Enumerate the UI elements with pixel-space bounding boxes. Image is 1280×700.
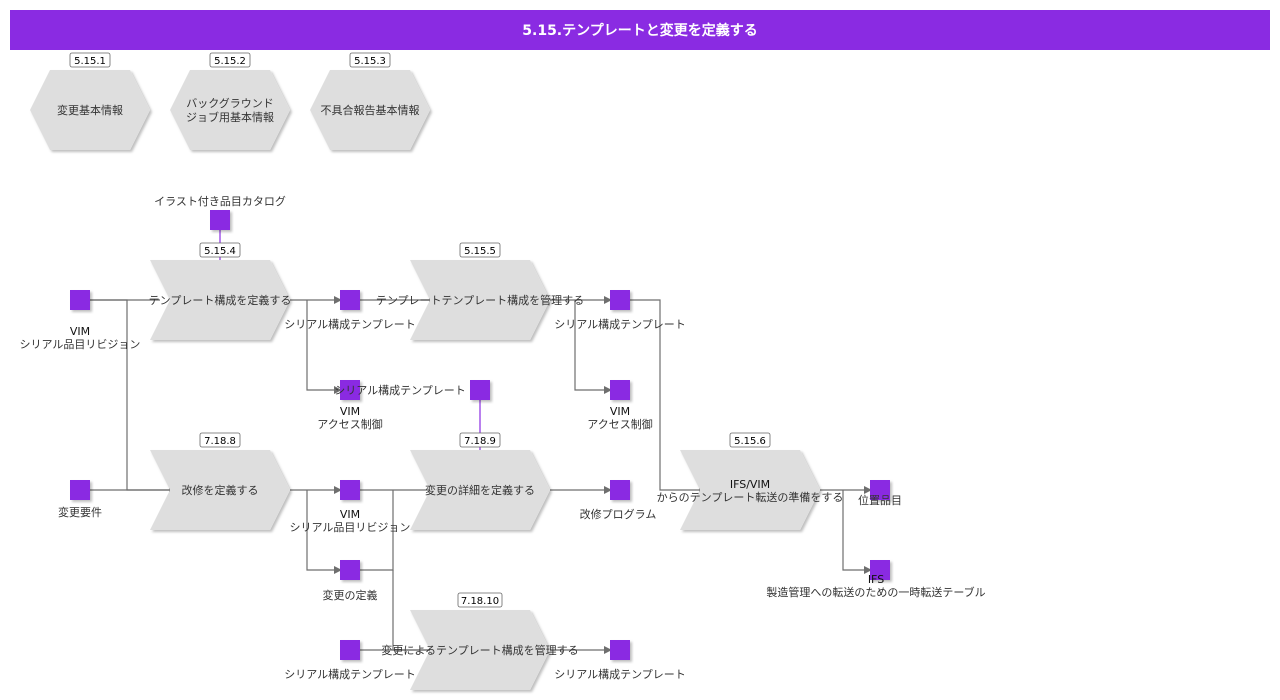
- hexagon-label: 変更基本情報: [57, 103, 123, 117]
- process-id: 7.18.9: [464, 436, 496, 447]
- process-id: 5.15.6: [734, 436, 766, 447]
- object-label: シリアル構成テンプレート: [554, 668, 686, 681]
- connector: [842, 490, 872, 574]
- object-serial-config-template-3[interactable]: シリアル構成テンプレート: [554, 290, 686, 331]
- process-label: テンプレートテンプレート構成を管理する: [376, 293, 584, 307]
- object-label: VIM: [70, 325, 90, 338]
- process-label: テンプレート構成を定義する: [149, 293, 292, 307]
- object-vim-access-control-2[interactable]: VIM アクセス制御: [587, 380, 653, 431]
- object-illustrated-catalog[interactable]: イラスト付き品目カタログ: [154, 194, 286, 230]
- object-vim-access-control-1[interactable]: VIM アクセス制御: [317, 405, 382, 431]
- hexagon-label: ジョブ用基本情報: [186, 110, 274, 124]
- hexagon-id: 5.15.3: [354, 56, 386, 67]
- object-label: イラスト付き品目カタログ: [154, 194, 286, 208]
- object-label: 製造管理への転送のための一時転送テーブル: [766, 585, 985, 599]
- process-label: IFS/VIM: [730, 478, 770, 491]
- process-id: 7.18.8: [204, 436, 236, 447]
- object-label: シリアル構成テンプレート: [284, 668, 416, 681]
- process-id: 5.15.4: [204, 246, 236, 257]
- process-id: 5.15.5: [464, 246, 496, 257]
- object-label: シリアル構成テンプレート: [284, 318, 416, 331]
- hexagon-label: バックグラウンド: [186, 96, 274, 110]
- process-5-15-4[interactable]: 5.15.4 テンプレート構成を定義する: [149, 242, 292, 340]
- object-serial-config-template-4[interactable]: シリアル構成テンプレート: [284, 640, 416, 681]
- object-label: アクセス制御: [317, 417, 382, 431]
- object-label: 改修プログラム: [580, 507, 657, 521]
- process-label: からのテンプレート転送の準備をする: [657, 490, 844, 504]
- connector: [306, 300, 342, 394]
- object-serial-config-template-1[interactable]: シリアル構成テンプレート: [284, 290, 416, 331]
- object-change-definition[interactable]: 変更の定義: [323, 560, 378, 602]
- hexagon-5-15-2[interactable]: 5.15.2 バックグラウンド ジョブ用基本情報: [170, 52, 290, 150]
- object-serial-config-template-2[interactable]: シリアル構成テンプレート: [334, 380, 490, 400]
- object-label: シリアル品目リビジョン: [20, 338, 141, 351]
- hexagon-label: 不具合報告基本情報: [321, 103, 420, 117]
- object-label: VIM: [610, 405, 630, 418]
- process-label: 改修を定義する: [182, 483, 259, 497]
- object-ifs-temp-transfer-table[interactable]: IFS 製造管理への転送のための一時転送テーブル: [766, 560, 986, 599]
- object-label: アクセス制御: [587, 417, 652, 431]
- process-id: 7.18.10: [461, 596, 499, 607]
- process-5-15-6[interactable]: 5.15.6 IFS/VIM からのテンプレート転送の準備をする: [657, 432, 844, 530]
- hexagon-id: 5.15.1: [74, 56, 106, 67]
- process-7-18-8[interactable]: 7.18.8 改修を定義する: [150, 432, 290, 530]
- object-serial-config-template-5[interactable]: シリアル構成テンプレート: [554, 640, 686, 681]
- object-vim-serial-part-revision[interactable]: VIM シリアル品目リビジョン: [20, 290, 141, 351]
- connector: [306, 490, 342, 574]
- object-label: 位置品目: [858, 493, 902, 507]
- object-label: シリアル品目リビジョン: [290, 521, 411, 534]
- object-label: IFS: [868, 573, 884, 586]
- object-label: VIM: [340, 405, 360, 418]
- object-vim-serial-part-revision-2[interactable]: VIM シリアル品目リビジョン: [290, 480, 411, 534]
- connector: [630, 299, 707, 494]
- process-label: 変更によるテンプレート構成を管理する: [381, 643, 578, 657]
- object-label: 変更要件: [58, 505, 102, 519]
- object-modification-program[interactable]: 改修プログラム: [580, 480, 657, 521]
- object-location-part[interactable]: 位置品目: [858, 480, 902, 507]
- object-change-requirement[interactable]: 変更要件: [58, 480, 102, 519]
- object-label: 変更の定義: [323, 588, 378, 602]
- connector: [574, 300, 612, 394]
- hexagon-5-15-3[interactable]: 5.15.3 不具合報告基本情報: [310, 52, 430, 150]
- object-label: シリアル構成テンプレート: [554, 318, 686, 331]
- process-7-18-10[interactable]: 7.18.10 変更によるテンプレート構成を管理する: [381, 592, 579, 690]
- hexagon-5-15-1[interactable]: 5.15.1 変更基本情報: [30, 52, 150, 150]
- process-5-15-5[interactable]: 5.15.5 テンプレートテンプレート構成を管理する: [376, 242, 584, 340]
- object-label: シリアル構成テンプレート: [334, 384, 466, 397]
- hexagon-id: 5.15.2: [214, 56, 246, 67]
- process-7-18-9[interactable]: 7.18.9 変更の詳細を定義する: [410, 432, 550, 530]
- process-label: 変更の詳細を定義する: [425, 483, 535, 497]
- object-label: VIM: [340, 508, 360, 521]
- page-title: 5.15.テンプレートと変更を定義する: [10, 10, 1270, 50]
